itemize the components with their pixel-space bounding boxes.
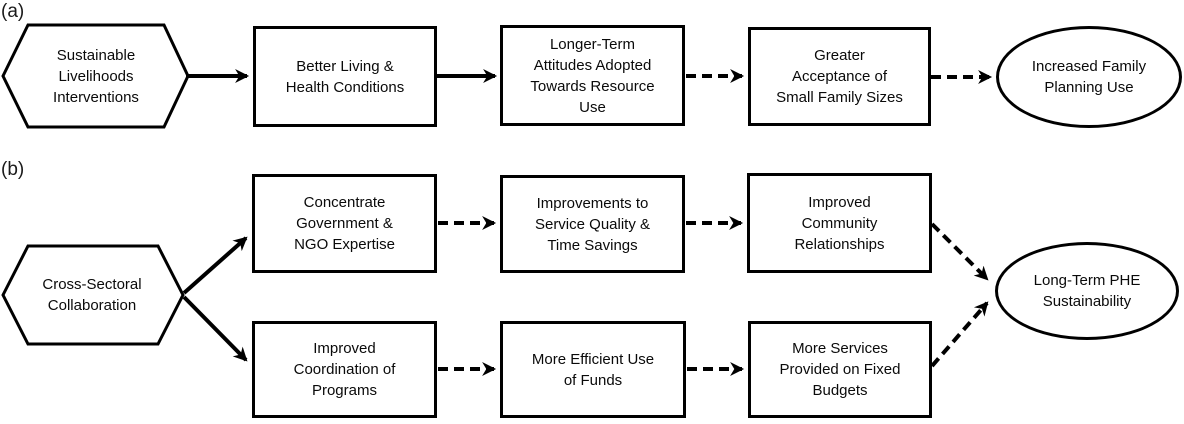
- node-increased-family-planning-use: Increased Family Planning Use: [996, 26, 1182, 128]
- node-long-term-phe-sustainability: Long-Term PHE Sustainability: [995, 242, 1179, 340]
- panel-b-label: (b): [1, 159, 25, 180]
- arrow-b-topbox3-to-ellipse-dashed: [930, 222, 989, 281]
- node-more-efficient-use-of-funds: More Efficient Use of Funds: [500, 321, 686, 418]
- node-cross-sectoral-collaboration: Cross-Sectoral Collaboration: [42, 276, 142, 314]
- node-greater-acceptance-small-family-sizes: Greater Acceptance of Small Family Sizes: [748, 27, 931, 126]
- panel-a-label: (a): [1, 1, 25, 22]
- arrow-b-bottombox3-to-ellipse-dashed: [930, 301, 989, 368]
- node-improved-community-relationships: Improved Community Relationships: [747, 173, 932, 273]
- node-more-services-fixed-budgets: More Services Provided on Fixed Budgets: [748, 321, 932, 418]
- hexagon-cross-sectoral-collaboration: [1, 244, 185, 346]
- node-improvements-service-quality-time-savings: Improvements to Service Quality & Time S…: [500, 175, 685, 273]
- node-longer-term-attitudes-resource-use: Longer-Term Attitudes Adopted Towards Re…: [500, 25, 685, 126]
- node-better-living-health-conditions: Better Living & Health Conditions: [253, 26, 437, 127]
- arrow-b-hex-to-topbox1-solid: [182, 236, 248, 295]
- node-sustainable-livelihoods-interventions: Sustainable Livelihoods Interventions: [53, 46, 139, 106]
- arrow-b-hex-to-bottombox1-solid: [182, 295, 248, 362]
- node-improved-coordination-of-programs: Improved Coordination of Programs: [252, 321, 437, 418]
- node-concentrate-government-ngo-expertise: Concentrate Government & NGO Expertise: [252, 174, 437, 273]
